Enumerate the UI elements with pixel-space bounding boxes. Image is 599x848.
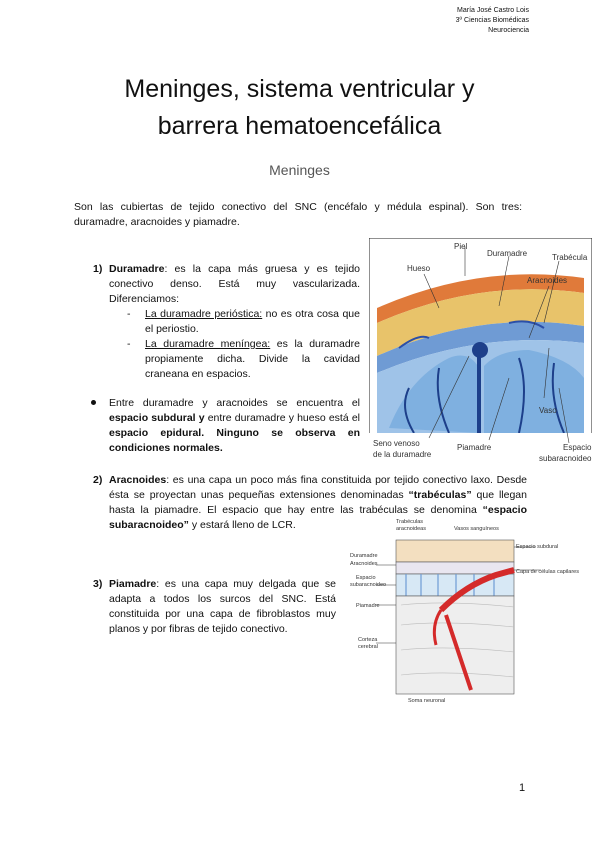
- page-number: 1: [519, 782, 526, 794]
- item-2-term: Aracnoides: [109, 474, 167, 486]
- item-3-number: 3): [93, 578, 103, 590]
- label-vasos: Vasos sanguíneos: [454, 526, 499, 532]
- document-header: María José Castro Lois 3º Ciencias Biomé…: [456, 6, 529, 36]
- dash-2: -: [127, 338, 131, 350]
- bullet-bold-2: espacio epidural. Ninguno se observa en …: [109, 427, 360, 454]
- item-2-number: 2): [93, 474, 103, 486]
- label-trabeculas-1: Trabéculas: [396, 519, 423, 525]
- label-espacio-2: subaracnoideo: [539, 454, 592, 463]
- label-fig2-aracnoides: Aracnoides: [350, 561, 378, 567]
- meninges-layers-figure: Trabéculas aracnoideas Vasos sanguíneos …: [346, 515, 596, 705]
- item-1-body: : es la capa más gruesa y es tejido cone…: [109, 263, 360, 305]
- label-piamadre: Piamadre: [457, 443, 492, 452]
- item-1-text: Duramadre: es la capa más gruesa y es te…: [109, 262, 360, 307]
- section-title: Meninges: [269, 162, 330, 178]
- author-name: María José Castro Lois: [457, 7, 529, 14]
- label-espacio-sub-1: Espacio: [356, 575, 376, 581]
- label-fig2-piamadre: Piamadre: [356, 603, 380, 609]
- meninges-layers-illustration: Trabéculas aracnoideas Vasos sanguíneos …: [350, 519, 579, 704]
- item-3-term: Piamadre: [109, 578, 157, 590]
- page-title: Meninges, sistema ventricular y barrera …: [0, 71, 599, 145]
- title-line-2: barrera hematoencefálica: [157, 112, 442, 140]
- label-seno-1: Seno venoso: [373, 439, 420, 448]
- item-1-number: 1): [93, 263, 103, 275]
- bullet-text-2: entre duramadre y hueso está el: [204, 412, 360, 424]
- label-vaso: Vaso: [539, 406, 557, 415]
- item-2-wide: Aracnoides: es una capa un poco más fina…: [109, 473, 527, 533]
- bullet-dot: [91, 400, 96, 405]
- item-2-text-2: que llegan hasta la piamadre. El espacio…: [109, 489, 527, 516]
- label-duramadre: Duramadre: [487, 249, 528, 258]
- sub-item-2-body: es la duramadre propiamente dicha. Divid…: [145, 338, 360, 380]
- label-fig2-duramadre: Duramadre: [350, 553, 378, 559]
- bullet-bold-1: espacio subdural y: [109, 412, 205, 424]
- sub-item-1-term: La duramadre perióstica:: [145, 308, 263, 320]
- label-corteza-2: cerebral: [358, 644, 378, 650]
- label-seno-2: de la duramadre: [373, 450, 432, 459]
- dash-1: -: [127, 308, 131, 320]
- subject-name: Neurociencia: [488, 27, 529, 34]
- label-espacio-sub-2: subaracnoideo: [350, 582, 386, 588]
- item-2-text-3: y estará lleno de LCR.: [188, 519, 296, 531]
- sub-item-2-term: La duramadre meníngea:: [145, 338, 271, 350]
- label-aracnoides: Aracnoides: [527, 276, 567, 285]
- meninges-illustration: Piel Duramadre Trabécula Hueso Aracnoide…: [368, 237, 593, 466]
- intro-paragraph: Son las cubiertas de tejido conectivo de…: [74, 201, 522, 228]
- label-piel: Piel: [454, 242, 468, 251]
- bullet-paragraph: Entre duramadre y aracnoides se encuentr…: [109, 396, 360, 456]
- label-capa-celulas: Capa de células capilares: [516, 569, 579, 575]
- label-trabeculas-2: aracnoideas: [396, 526, 426, 532]
- label-corteza-1: Corteza: [358, 637, 378, 643]
- sub-item-1-body: no es otra cosa que el periostio.: [145, 308, 360, 335]
- label-hueso: Hueso: [407, 264, 431, 273]
- course-name: 3º Ciencias Biomédicas: [455, 17, 529, 24]
- meninges-figure: Piel Duramadre Trabécula Hueso Aracnoide…: [368, 237, 593, 466]
- item-1-term: Duramadre: [109, 263, 165, 275]
- label-espacio-subdural: Espacio subdural: [516, 544, 558, 550]
- item-3-text: Piamadre: es una capa muy delgada que se…: [109, 577, 336, 637]
- bullet-text-1: Entre duramadre y aracnoides se encuentr…: [109, 397, 360, 409]
- label-soma: Soma neuronal: [408, 698, 445, 704]
- label-trabecula: Trabécula: [552, 253, 588, 262]
- title-line-1: Meninges, sistema ventricular y: [124, 75, 475, 103]
- sub-item-periostica: La duramadre perióstica: no es otra cosa…: [145, 307, 360, 337]
- sub-item-meningea: La duramadre meníngea: es la duramadre p…: [145, 337, 360, 382]
- item-2-text-1: : es una capa un poco más fina constitui…: [109, 474, 527, 501]
- item-2-bold-2: “espacio subaracnoideo”: [109, 504, 527, 531]
- label-espacio-1: Espacio: [563, 443, 592, 452]
- item-3-body: : es una capa muy delgada que se adapta …: [109, 578, 336, 635]
- item-2-bold-1: “trabéculas”: [408, 489, 472, 501]
